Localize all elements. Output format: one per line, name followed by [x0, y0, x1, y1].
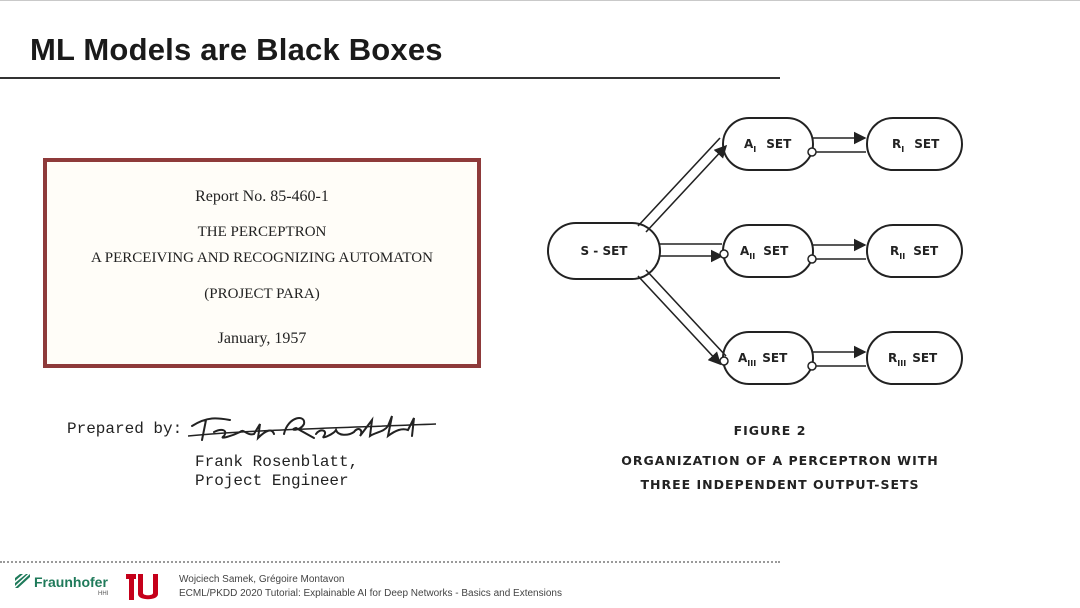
fraunhofer-sub: HHI [98, 591, 109, 597]
figure-caption-line1: ORGANIZATION OF A PERCEPTRON WITH [621, 453, 939, 468]
tu-berlin-logo-icon [126, 574, 158, 600]
footer-authors: Wojciech Samek, Grégoire Montavon [179, 574, 345, 585]
fraunhofer-wordmark: Fraunhofer [34, 574, 108, 590]
s-set-label: S - SET [580, 244, 628, 258]
s-set-node [547, 222, 661, 280]
r3-node [866, 331, 963, 385]
title-underline [0, 77, 780, 79]
report-title: THE PERCEPTRON [197, 224, 327, 240]
report-subtitle: A PERCEIVING AND RECOGNIZING AUTOMATON [91, 250, 433, 266]
top-border [0, 0, 1080, 1]
fraunhofer-logo-icon [15, 574, 30, 588]
report-cover: Report No. 85-460-1 THE PERCEPTRON A PER… [43, 158, 481, 368]
footer-event: ECML/PKDD 2020 Tutorial: Explainable AI … [179, 588, 562, 599]
report-date: January, 1957 [217, 330, 307, 347]
preparer-name: Frank Rosenblatt, [195, 453, 359, 471]
r1-node [866, 117, 963, 171]
footer-divider [0, 561, 780, 563]
a1-node [722, 117, 814, 171]
preparer-role: Project Engineer [195, 472, 349, 490]
report-number: Report No. 85-460-1 [195, 188, 329, 205]
report-project: (PROJECT PARA) [204, 286, 320, 302]
prepared-by-label: Prepared by: [67, 420, 183, 438]
slide-title: ML Models are Black Boxes [30, 32, 443, 67]
figure-label: FIGURE 2 [733, 423, 807, 438]
r2-node [866, 224, 963, 278]
signature-image [188, 415, 437, 441]
figure-caption-line2: THREE INDEPENDENT OUTPUT-SETS [640, 477, 920, 492]
